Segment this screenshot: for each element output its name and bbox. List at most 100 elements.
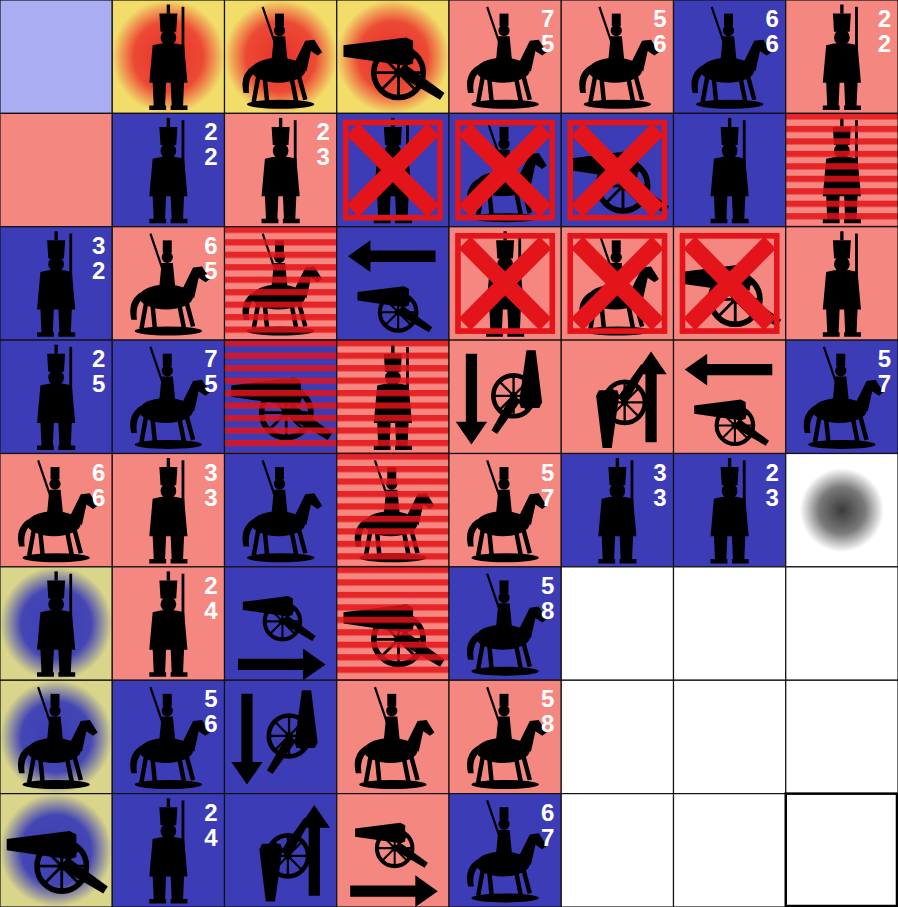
tile-border xyxy=(449,227,561,340)
strength-number: 5 xyxy=(541,573,554,598)
board-tile xyxy=(449,454,561,567)
cavalry-figure xyxy=(242,7,322,109)
unit-tile: 66 xyxy=(674,0,786,113)
unit-tile: 33 xyxy=(561,454,673,567)
board-tile xyxy=(225,567,337,680)
strength-number: 3 xyxy=(653,485,666,510)
tile-ground xyxy=(0,567,112,680)
cavalry-figure xyxy=(130,234,210,336)
tile-ground xyxy=(449,113,561,226)
tile-border xyxy=(337,340,449,453)
strength-number: 6 xyxy=(765,6,778,31)
strength-number: 2 xyxy=(204,119,217,144)
cannon-figure xyxy=(694,400,769,446)
board-tile xyxy=(337,227,449,340)
board-tile xyxy=(0,794,112,907)
tile-border xyxy=(225,454,337,567)
tile-ground xyxy=(449,567,561,680)
infantry-figure xyxy=(711,458,749,563)
tile-border xyxy=(786,567,898,680)
tile-art xyxy=(598,458,636,563)
tile-ground xyxy=(337,454,449,567)
stripe-overlay xyxy=(225,340,337,453)
tile-art xyxy=(467,574,547,676)
tile-art xyxy=(130,687,210,789)
tile-border xyxy=(786,680,898,793)
tile-ground xyxy=(112,227,224,340)
tile-art xyxy=(343,37,444,99)
stripe-overlay xyxy=(786,113,898,226)
tile-ground xyxy=(786,454,898,567)
tile-border xyxy=(0,454,112,567)
tile-art xyxy=(337,340,449,453)
tile-ground xyxy=(674,227,786,340)
cannon-figure xyxy=(343,37,444,99)
board-tile xyxy=(786,113,898,226)
tile-border xyxy=(0,0,112,113)
board-tile xyxy=(0,113,112,226)
unit-tile: 56 xyxy=(561,0,673,113)
tile-border xyxy=(337,680,449,793)
cannon-figure xyxy=(357,286,432,332)
tile-ground xyxy=(786,0,898,113)
strength-number: 4 xyxy=(204,825,217,850)
board-tile xyxy=(225,680,337,793)
tile-border xyxy=(449,567,561,680)
tile-ground xyxy=(337,0,449,113)
unit-tile: 33 xyxy=(112,454,224,567)
strength-number: 6 xyxy=(204,711,217,736)
board-tile xyxy=(0,680,112,793)
tile-art xyxy=(242,460,322,562)
unit-tile: 24 xyxy=(112,794,224,907)
tile-ground xyxy=(225,113,337,226)
board-tile xyxy=(449,567,561,680)
tile-art xyxy=(570,234,664,336)
unit-tile: 25 xyxy=(0,340,112,453)
strength-number: 3 xyxy=(204,460,217,485)
tile-art xyxy=(130,347,210,449)
board-tile xyxy=(225,794,337,907)
tile-border xyxy=(112,0,224,113)
strength-number: 2 xyxy=(765,460,778,485)
strength-number: 7 xyxy=(204,346,217,371)
unit-tile: 65 xyxy=(112,227,224,340)
tile-art xyxy=(262,118,300,223)
tile-border xyxy=(561,113,673,226)
smoke-blob xyxy=(800,468,884,552)
tile-border xyxy=(225,0,337,113)
strength-number: 5 xyxy=(653,6,666,31)
tile-ground xyxy=(674,567,786,680)
strength-number: 6 xyxy=(765,31,778,56)
unit-tile: 58 xyxy=(449,680,561,793)
board-tile xyxy=(674,794,786,907)
strength-number: 8 xyxy=(541,598,554,623)
cavalry-figure xyxy=(579,7,659,109)
tile-ground xyxy=(0,454,112,567)
tile-ground xyxy=(225,454,337,567)
board-tile xyxy=(112,340,224,453)
cavalry-figure xyxy=(804,347,884,449)
cavalry-figure xyxy=(355,687,435,789)
tile-art xyxy=(804,347,884,449)
tile-ground xyxy=(449,680,561,793)
strength-number: 3 xyxy=(765,485,778,510)
board-tile xyxy=(0,0,112,113)
tile-art xyxy=(823,5,861,110)
tile-border xyxy=(112,680,224,793)
cross-mark xyxy=(577,129,658,211)
tile-ground xyxy=(112,454,224,567)
board-tile xyxy=(786,0,898,113)
tile-ground xyxy=(674,680,786,793)
tile-border xyxy=(112,567,224,680)
strength-number: 2 xyxy=(204,800,217,825)
strength-number: 2 xyxy=(878,31,891,56)
tile-border xyxy=(449,794,561,907)
cavalry-figure xyxy=(467,574,547,676)
board-tile xyxy=(786,567,898,680)
strength-stack: 58 xyxy=(541,686,554,736)
tile-border xyxy=(337,454,449,567)
cross-mark xyxy=(352,129,433,211)
stripe-overlay xyxy=(337,340,449,453)
tile-ground xyxy=(786,113,898,226)
